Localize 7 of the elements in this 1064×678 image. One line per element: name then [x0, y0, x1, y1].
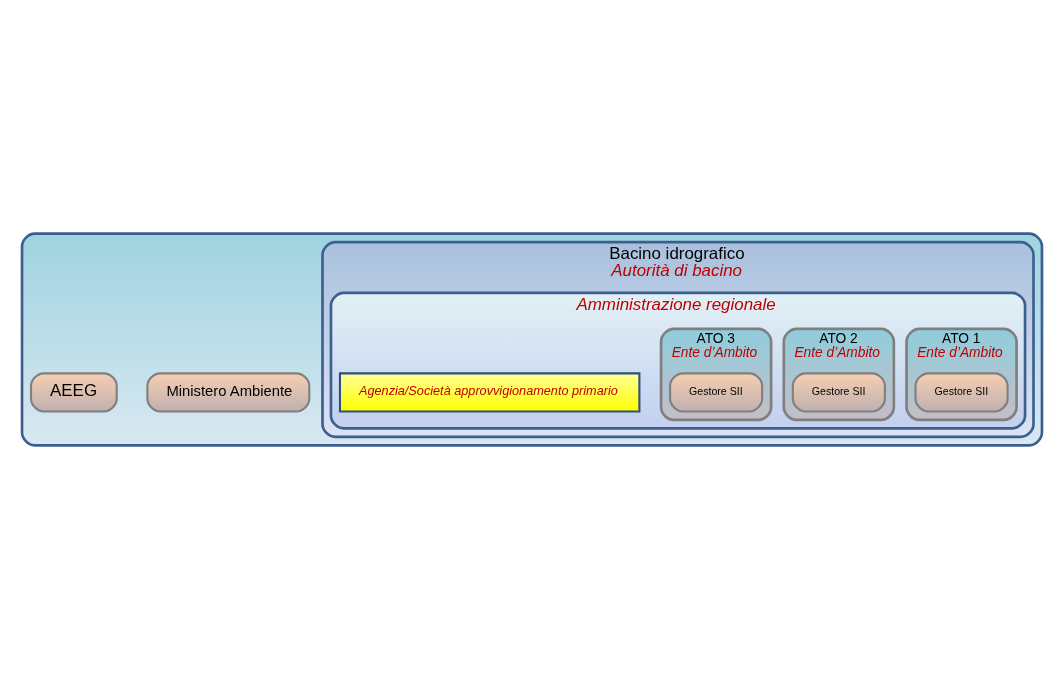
node-box: Gestore SII — [791, 371, 886, 412]
cluster — [20, 231, 1044, 447]
node-box: Gestore SII — [669, 371, 764, 412]
node-box: Gestore SII — [914, 371, 1009, 412]
node-box: Ministero Ambiente — [146, 371, 311, 412]
node-box: AEEG — [29, 371, 118, 412]
node-box: Agenzia/Società approvvigionamento primario — [338, 371, 641, 412]
